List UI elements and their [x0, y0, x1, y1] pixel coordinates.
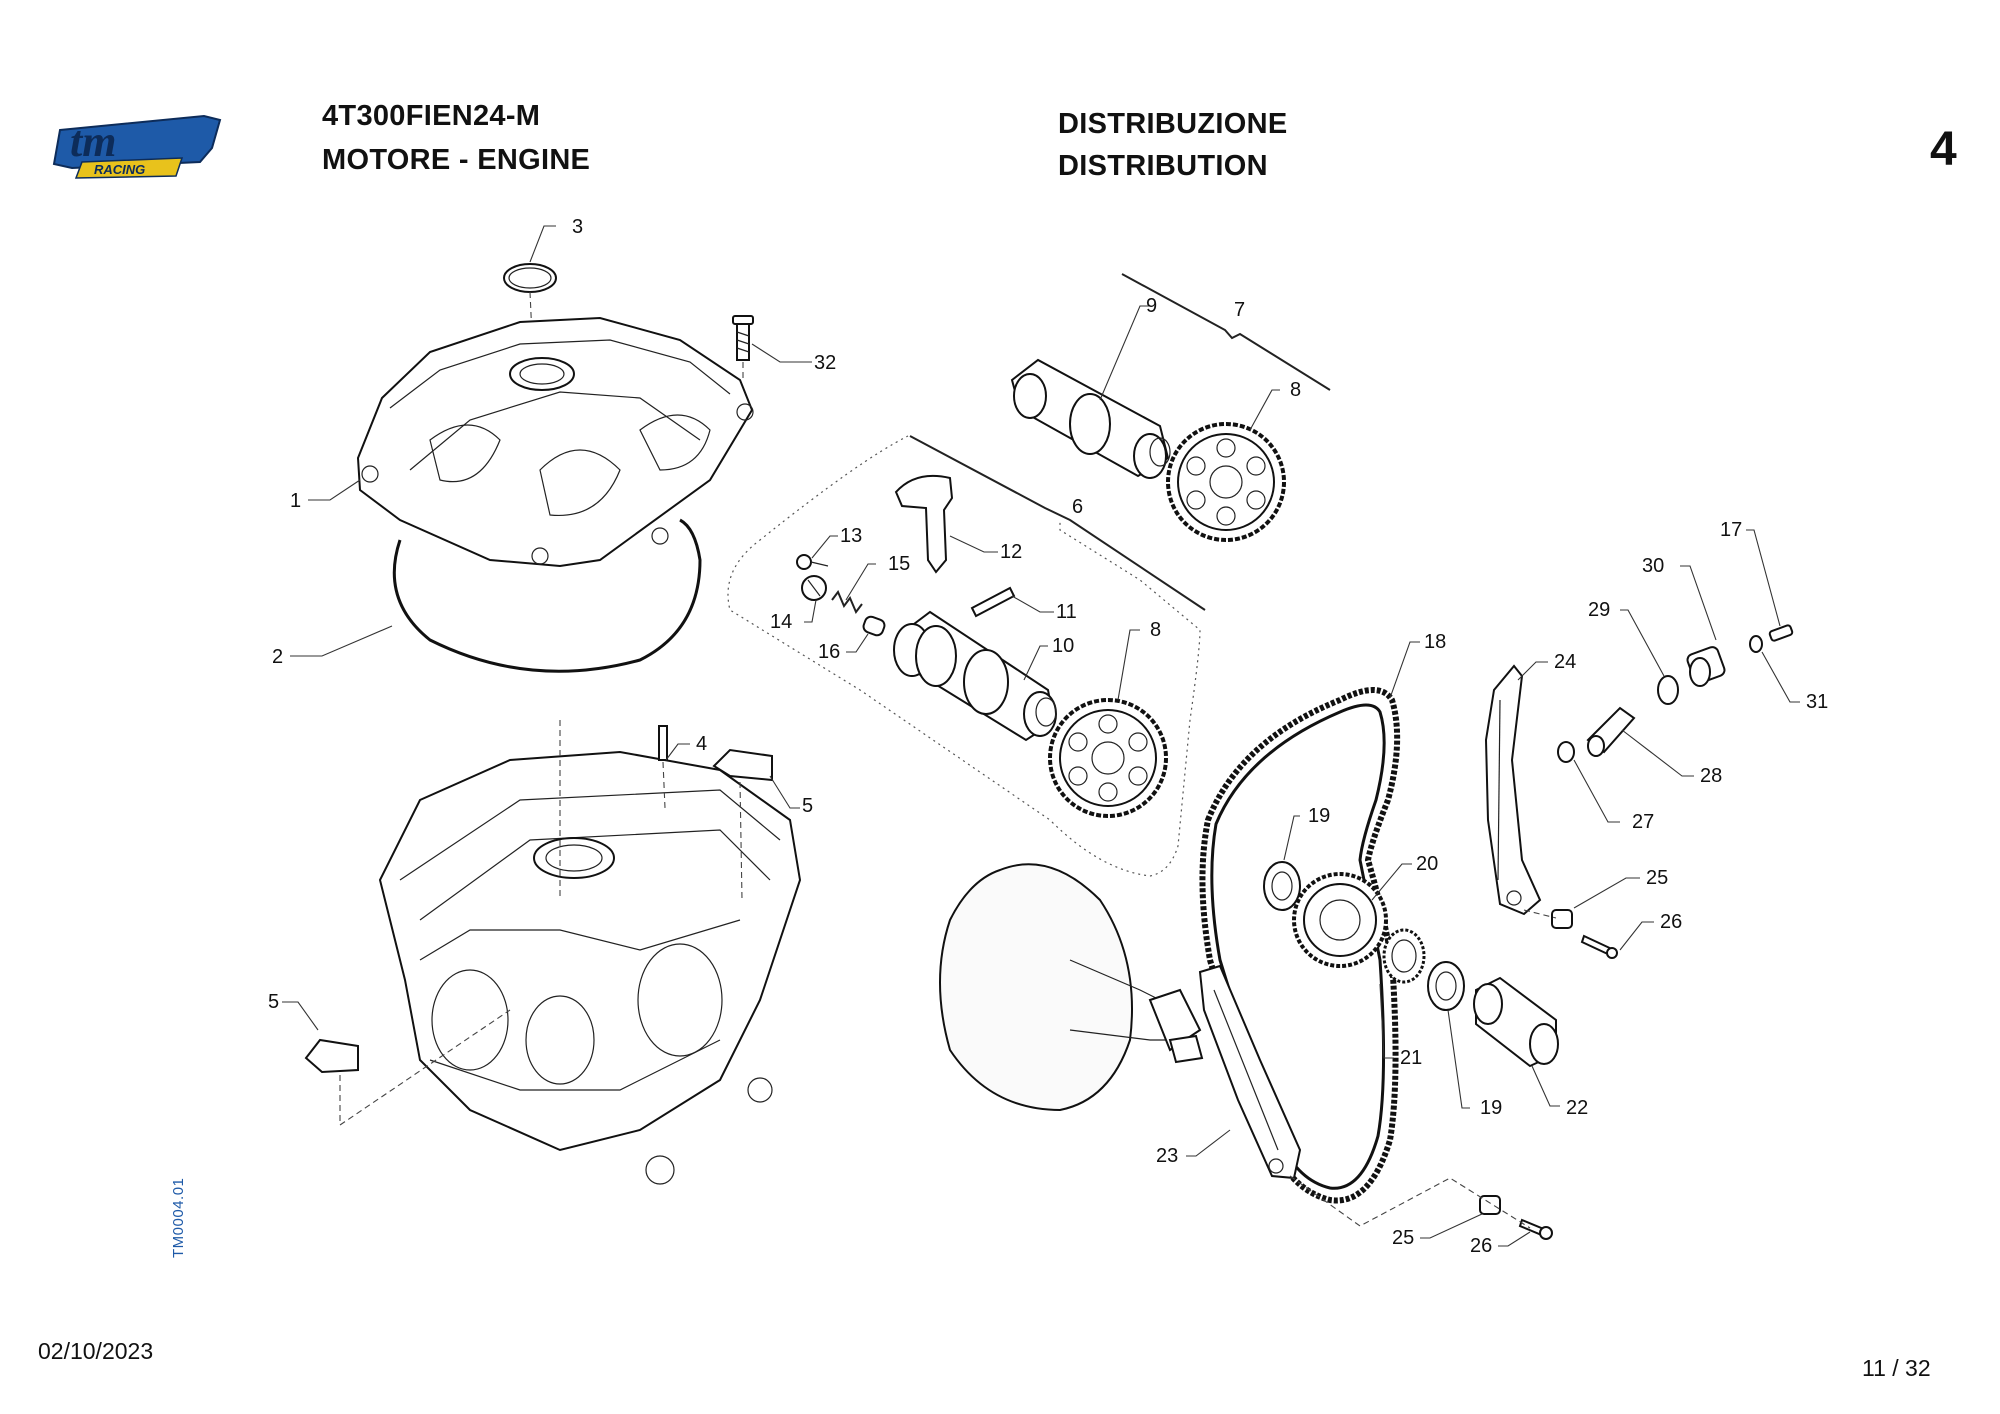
callout-19-bottom: 19: [1480, 1097, 1502, 1119]
part-19-washer-top: [1263, 861, 1301, 911]
callout-6: 6: [1072, 496, 1083, 518]
callout-31: 31: [1806, 691, 1828, 713]
callout-8-top: 8: [1290, 379, 1301, 401]
part-9-camshaft: [1010, 358, 1171, 479]
logo-subtext: RACING: [94, 162, 145, 177]
part-21-bearing: [1382, 928, 1426, 984]
callout-25-bottom: 25: [1392, 1227, 1414, 1249]
part-1-valve-cover: [356, 316, 754, 568]
group-6-boundary: [727, 435, 1201, 877]
callout-29: 29: [1588, 599, 1610, 621]
part-20-idler-gear: [1292, 872, 1388, 968]
part-24-tensioner-blade: [1484, 664, 1542, 916]
part-29-washer: [1657, 675, 1679, 705]
part-26-bolt-right: [1580, 934, 1618, 959]
assembly-line-lower: [1289, 1175, 1531, 1229]
callout-5-bottom: 5: [268, 991, 279, 1013]
section-title-it: DISTRIBUZIONE: [1058, 108, 1288, 140]
logo-text: tm: [70, 117, 116, 166]
part-26-bolt-bottom: [1518, 1218, 1553, 1240]
part-25-spacer-right: [1551, 909, 1573, 929]
callouts: 3 32 1 2 4 5 5 9 7 8 6 12 13 15 14 16 11…: [268, 216, 1828, 1257]
part-23-chain-guide: [1198, 964, 1302, 1180]
part-4-dowel: [658, 725, 668, 809]
part-3-oring: [503, 263, 557, 381]
crankshaft-flywheel: [939, 863, 1204, 1112]
callout-1: 1: [290, 490, 301, 512]
callout-25-right: 25: [1646, 867, 1668, 889]
callout-13: 13: [840, 525, 862, 547]
callout-30: 30: [1642, 555, 1664, 577]
part-2-gasket: [392, 518, 702, 673]
part-5-pad-bottom: [304, 1009, 511, 1127]
footer-page: 11 / 32: [1862, 1355, 1931, 1381]
tm-racing-logo: tm RACING: [52, 114, 222, 179]
callout-11: 11: [1056, 601, 1077, 623]
callout-7: 7: [1234, 299, 1245, 321]
part-27-oring: [1557, 741, 1575, 763]
part-32-screw: [732, 315, 754, 380]
callout-18: 18: [1424, 631, 1446, 653]
footer-date: 02/10/2023: [38, 1338, 154, 1364]
group-name: MOTORE - ENGINE: [322, 144, 591, 176]
part-22-bushing: [1473, 976, 1559, 1068]
section-number: 4: [1930, 123, 1957, 176]
callout-19-top: 19: [1308, 805, 1330, 827]
part-19-washer-bottom: [1427, 961, 1465, 1011]
part-13-pin: [796, 554, 829, 570]
callout-5-top: 5: [802, 795, 813, 817]
callout-26-right: 26: [1660, 911, 1682, 933]
leader-lines: [282, 225, 1800, 1247]
callout-12: 12: [1000, 541, 1022, 563]
callout-24: 24: [1554, 651, 1576, 673]
part-31-washer: [1749, 635, 1763, 653]
part-8-gear-bottom: [1048, 698, 1168, 818]
part-14-cap: [801, 575, 827, 601]
callout-14: 14: [770, 611, 792, 633]
callout-17: 17: [1720, 519, 1742, 541]
callout-21: 21: [1400, 1047, 1422, 1069]
part-15-spring: [831, 590, 863, 614]
part-25-spacer-bottom: [1479, 1195, 1501, 1215]
group-7-bracket: [1121, 273, 1331, 391]
part-11-pin: [970, 586, 1016, 618]
callout-27: 27: [1632, 811, 1654, 833]
callout-26-bottom: 26: [1470, 1235, 1492, 1257]
assembly-line-right: [1523, 909, 1557, 919]
callout-9: 9: [1146, 295, 1157, 317]
part-10-camshaft: [893, 610, 1057, 742]
part-12-lever: [894, 474, 954, 574]
callout-4: 4: [696, 733, 707, 755]
callout-20: 20: [1416, 853, 1438, 875]
part-28-tensioner: [1586, 706, 1636, 757]
callout-8-bottom: 8: [1150, 619, 1161, 641]
callout-3: 3: [572, 216, 583, 238]
callout-22: 22: [1566, 1097, 1588, 1119]
callout-16: 16: [818, 641, 840, 663]
part-8-gear-top: [1166, 422, 1286, 542]
cylinder-head: [378, 720, 802, 1185]
part-17-screw: [1768, 624, 1794, 642]
part-5-pad-top: [712, 748, 773, 901]
callout-2: 2: [272, 646, 283, 668]
group-6-bracket: [909, 435, 1206, 611]
callout-23: 23: [1156, 1145, 1178, 1167]
section-title-en: DISTRIBUTION: [1058, 150, 1268, 182]
callout-32: 32: [814, 352, 836, 374]
callout-15: 15: [888, 553, 910, 575]
model-code: 4T300FIEN24-M: [322, 100, 541, 132]
callout-28: 28: [1700, 765, 1722, 787]
part-30-cap: [1686, 646, 1726, 687]
part-16-plunger: [862, 615, 886, 637]
callout-10: 10: [1052, 635, 1074, 657]
